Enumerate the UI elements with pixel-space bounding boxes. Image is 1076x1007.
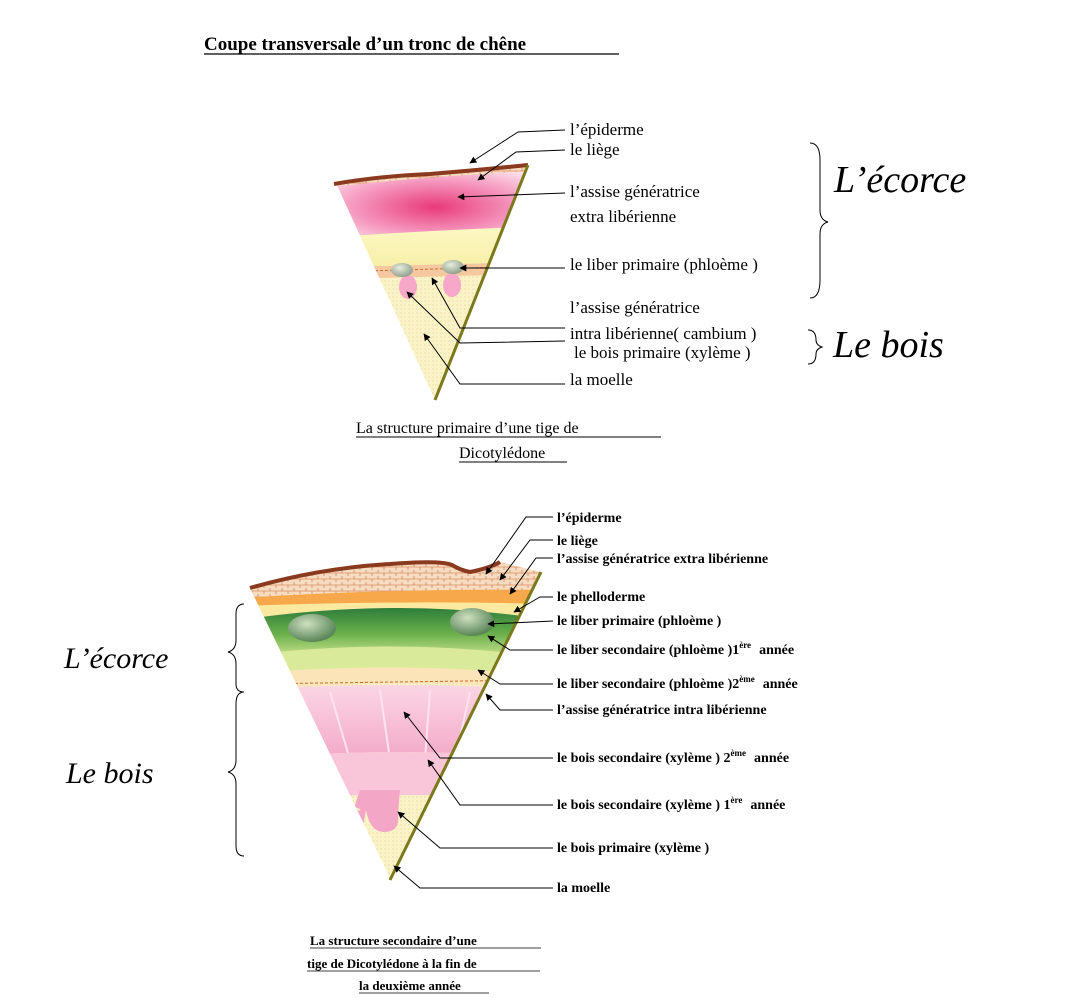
page-title: Coupe transversale d’un tronc de chêne [204,34,526,55]
brace-ecorce-2 [227,603,245,693]
caption1-line2: Dicotylédone [459,445,545,462]
label-assise-extra-1: l’assise génératrice [570,182,700,201]
caption2-line3: la deuxième année [359,978,461,993]
group-bois-2: Le bois [65,757,154,790]
group-ecorce-1: L’écorce [833,159,966,201]
label-bois-primaire: le bois primaire (xylème ) [574,343,751,362]
label2-assise-intra: l’assise génératrice intra libérienne [557,703,767,718]
brace-ecorce-1 [809,142,829,299]
label2-epiderme: l’épiderme [557,511,622,526]
group-bois-1: Le bois [832,324,944,366]
label-liege: le liège [570,140,620,159]
brace-bois-1 [807,329,824,365]
label-assise-intra-2: intra libérienne( cambium ) [570,324,756,343]
caption2-line1: La structure secondaire d’une [310,933,477,948]
label2-moelle: la moelle [557,881,610,896]
primary-structure-wedge [333,163,530,401]
label-assise-intra-1: l’assise génératrice [570,298,700,317]
label-liber-primaire: le liber primaire (phloème ) [570,255,758,274]
label-moelle: la moelle [570,370,633,389]
label-epiderme: l’épiderme [570,120,644,139]
group-ecorce-2: L’écorce [63,642,168,675]
diagram1-leader-lines [406,129,566,385]
label2-liege: le liège [557,534,598,549]
diagram2-leader-lines [393,516,554,889]
label2-bois-primaire: le bois primaire (xylème ) [557,841,709,856]
caption1-line1: La structure primaire d’une tige de [356,420,579,437]
caption2-line2: tige de Dicotylédone à la fin de [307,956,477,971]
label-assise-extra-2: extra libérienne [570,207,676,226]
label2-liber-primaire: le liber primaire (phloème ) [557,614,722,629]
brace-bois-2 [227,691,245,857]
secondary-structure-wedge [249,560,543,881]
label2-phelloderme: le phelloderme [557,590,645,605]
label2-assise-extra: l’assise génératrice extra libérienne [557,552,768,567]
